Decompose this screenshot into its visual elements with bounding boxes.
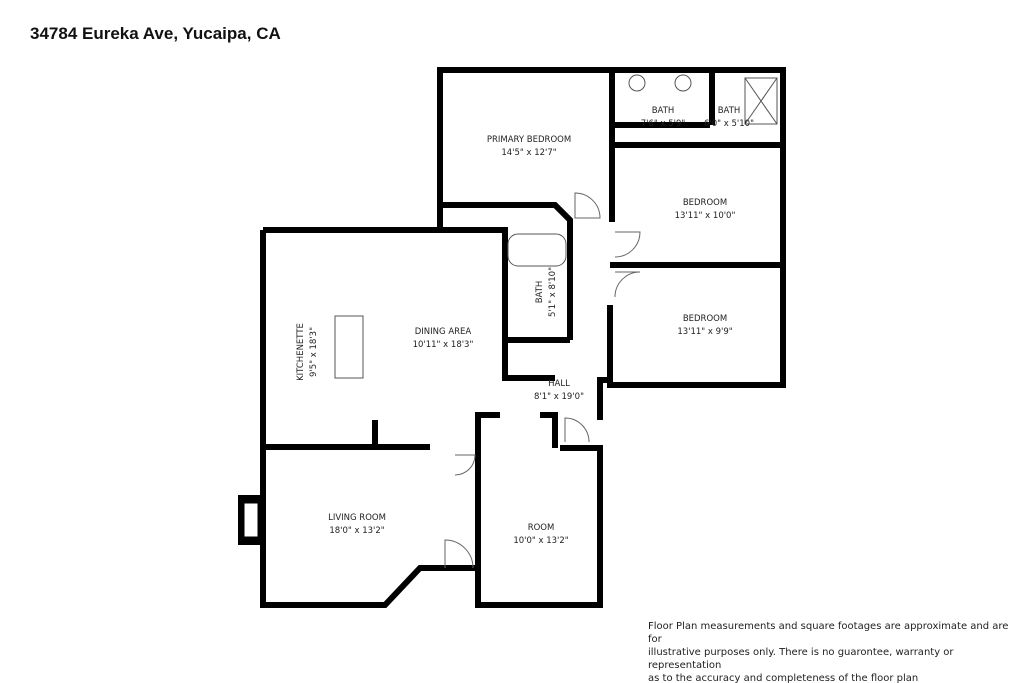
label-hall: HALL xyxy=(548,379,570,389)
bathtub xyxy=(507,233,567,267)
size-bath: 6'0" x 5'10" xyxy=(704,119,754,129)
label-dining-area: DINING AREA xyxy=(415,327,472,337)
sink xyxy=(628,74,646,92)
size-primary-bedroom: 14'5" x 12'7" xyxy=(501,148,556,158)
label-bedroom: BEDROOM xyxy=(683,314,727,324)
label-bath: BATH xyxy=(652,106,675,116)
size-dining-area: 10'11" x 18'3" xyxy=(413,340,474,350)
size-bedroom: 13'11" x 9'9" xyxy=(677,327,732,337)
size-bath: 5'1" x 8'10" xyxy=(548,267,558,317)
size-kitchenette: 9'5" x 18'3" xyxy=(309,327,319,377)
label-bath: BATH xyxy=(718,106,741,116)
disclaimer: Floor Plan measurements and square foota… xyxy=(648,620,1024,683)
kitchen-island xyxy=(334,315,364,379)
label-kitchenette: KITCHENETTE xyxy=(296,323,306,381)
disclaimer-line: illustrative purposes only. There is no … xyxy=(648,647,954,671)
size-living-room: 18'0" x 13'2" xyxy=(329,526,384,536)
property-address-title: 34784 Eureka Ave, Yucaipa, CA xyxy=(30,24,281,43)
size-hall: 8'1" x 19'0" xyxy=(534,392,584,402)
label-living-room: LIVING ROOM xyxy=(328,513,386,523)
room-labels: PRIMARY BEDROOM 14'5" x 12'7" BATH 7'6" … xyxy=(296,106,754,546)
label-bath: BATH xyxy=(535,281,545,304)
disclaimer-line: Floor Plan measurements and square foota… xyxy=(648,621,1009,645)
size-bedroom: 13'11" x 10'0" xyxy=(675,211,736,221)
disclaimer-line: as to the accuracy and completeness of t… xyxy=(648,673,919,683)
walls xyxy=(260,67,786,608)
label-primary-bedroom: PRIMARY BEDROOM xyxy=(487,135,571,145)
sink xyxy=(674,74,692,92)
size-bath: 7'6" x 5'9" xyxy=(641,119,686,129)
label-room: ROOM xyxy=(528,523,555,533)
label-bedroom: BEDROOM xyxy=(683,198,727,208)
size-room: 10'0" x 13'2" xyxy=(513,536,568,546)
